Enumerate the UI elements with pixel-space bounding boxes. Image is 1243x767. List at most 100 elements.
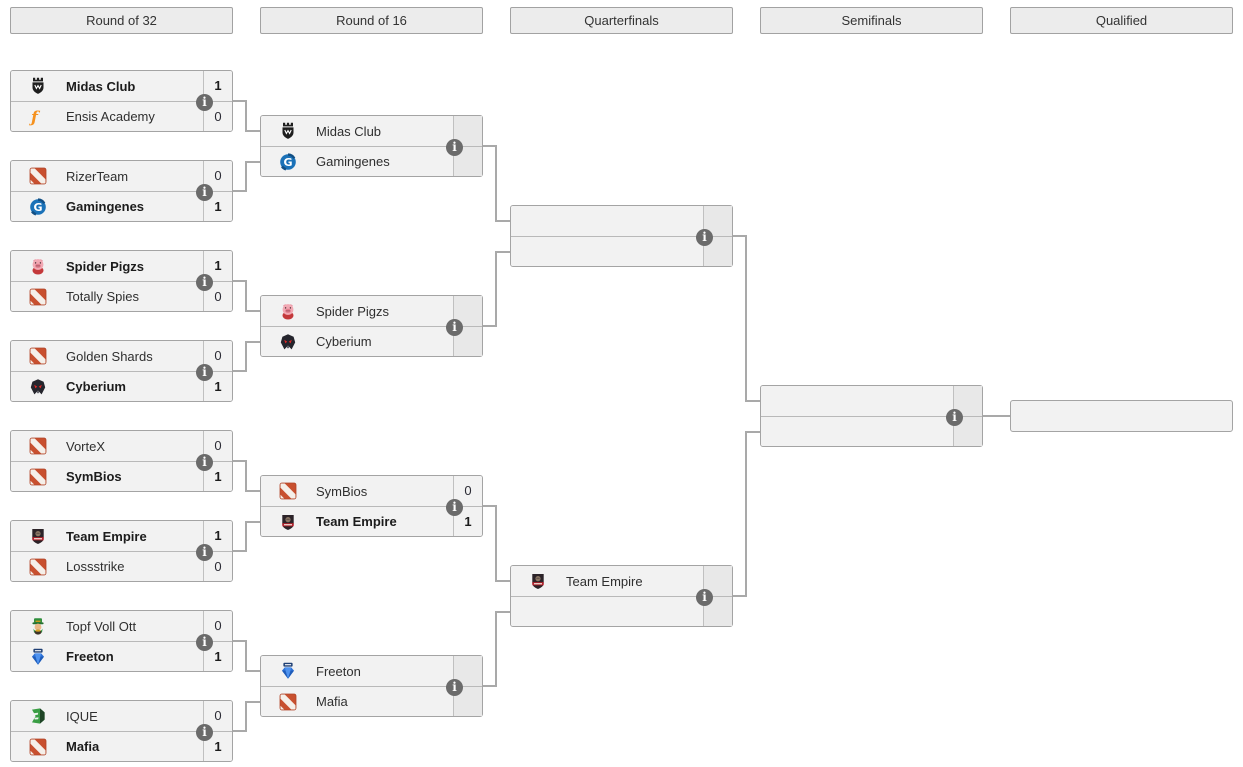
qualified-slot	[1010, 400, 1233, 432]
match-info-icon[interactable]	[446, 499, 463, 516]
team-row: Ensis Academy 0	[11, 101, 232, 131]
gamingenes-g-icon	[29, 198, 47, 216]
team-name[interactable]: Midas Club	[316, 123, 382, 139]
ensis-letter-icon	[29, 108, 47, 126]
team-name[interactable]: Freeton	[316, 663, 361, 679]
match-info-icon[interactable]	[696, 589, 713, 606]
bracket-connector	[733, 595, 747, 597]
team-name[interactable]: Team Empire	[66, 528, 147, 544]
team-name[interactable]: RizerTeam	[66, 168, 129, 184]
round-header-round-of-16: Round of 16	[260, 7, 483, 34]
team-name[interactable]: Lossstrike	[66, 559, 125, 574]
team-name[interactable]: Gamingenes	[66, 199, 145, 214]
team-name[interactable]: Topf Voll Ott	[66, 618, 137, 634]
match-qf-2: Team Empire	[510, 565, 733, 627]
bracket-connector	[233, 280, 247, 282]
match-info-icon[interactable]	[196, 364, 213, 381]
gem-icon	[279, 662, 297, 680]
team-name[interactable]: Mafia	[316, 694, 348, 709]
bracket-connector	[483, 325, 497, 327]
match-info-icon[interactable]	[196, 274, 213, 291]
bracket-connector	[495, 611, 497, 687]
wolf-head-icon	[29, 378, 47, 396]
team-score: 1	[203, 521, 232, 551]
match-qf-1	[510, 205, 733, 267]
team-score: 1	[203, 462, 232, 491]
team-name[interactable]: Golden Shards	[66, 348, 153, 364]
team-score: 1	[203, 642, 232, 671]
bracket-connector	[245, 341, 247, 372]
match-info-icon[interactable]	[196, 724, 213, 741]
empty-slot-icon	[779, 392, 797, 410]
bracket-connector	[233, 550, 247, 552]
match-info-icon[interactable]	[446, 679, 463, 696]
team-score	[703, 237, 732, 266]
empire-crest-icon	[279, 513, 297, 531]
team-name[interactable]: Gamingenes	[316, 154, 390, 169]
match-info-icon[interactable]	[446, 319, 463, 336]
match-info-icon[interactable]	[196, 544, 213, 561]
team-name[interactable]: Cyberium	[316, 334, 372, 349]
bracket-connector	[233, 640, 247, 642]
match-info-icon[interactable]	[696, 229, 713, 246]
bracket-connector	[495, 611, 510, 613]
team-row: Golden Shards 0	[11, 341, 232, 371]
bracket-connector	[245, 701, 247, 732]
bracket-connector	[245, 640, 247, 672]
team-score: 0	[203, 611, 232, 641]
team-name[interactable]: SymBios	[316, 483, 368, 499]
team-name[interactable]: Cyberium	[66, 379, 126, 394]
team-score: 0	[203, 341, 232, 371]
team-name[interactable]: Totally Spies	[66, 289, 139, 304]
team-name[interactable]: Midas Club	[66, 78, 136, 94]
bracket-connector	[733, 235, 747, 237]
match-info-icon[interactable]	[196, 634, 213, 651]
gamingenes-g-icon	[279, 153, 297, 171]
dota2-logo-icon	[29, 347, 47, 365]
match-info-icon[interactable]	[196, 184, 213, 201]
bracket-connector	[245, 460, 247, 492]
bracket-connector	[245, 670, 260, 672]
team-name[interactable]: SymBios	[66, 469, 122, 484]
wolf-head-icon	[279, 333, 297, 351]
round-header-semifinals: Semifinals	[760, 7, 983, 34]
match-info-icon[interactable]	[946, 409, 963, 426]
team-name[interactable]: Ensis Academy	[66, 109, 155, 124]
bracket-connector	[245, 130, 260, 132]
bracket-connector	[983, 415, 1010, 417]
team-name[interactable]: VorteX	[66, 438, 106, 454]
team-row: Midas Club 1	[11, 71, 232, 101]
team-score: 1	[203, 192, 232, 221]
match-info-icon[interactable]	[446, 139, 463, 156]
team-score: 0	[453, 476, 482, 506]
pig-icon	[279, 302, 297, 320]
team-score: 0	[203, 701, 232, 731]
dota2-logo-icon	[29, 288, 47, 306]
bracket-connector	[245, 280, 247, 312]
dota2-logo-icon	[29, 558, 47, 576]
team-name[interactable]: Spider Pigzs	[316, 303, 389, 319]
dota2-logo-icon	[279, 693, 297, 711]
team-name[interactable]: Team Empire	[316, 514, 397, 529]
team-name[interactable]: Mafia	[66, 739, 100, 754]
bracket-connector	[745, 400, 760, 402]
match-r32-8: IQUE 0 Mafia 1	[10, 700, 233, 762]
team-name[interactable]: Freeton	[66, 649, 114, 664]
bracket-connector	[245, 161, 260, 163]
shield-crown-icon	[279, 122, 297, 140]
team-name[interactable]: Spider Pigzs	[66, 258, 145, 274]
green-helmet-icon	[29, 707, 47, 725]
match-info-icon[interactable]	[196, 454, 213, 471]
team-score: 1	[453, 507, 482, 536]
match-info-icon[interactable]	[196, 94, 213, 111]
match-sf-1	[760, 385, 983, 447]
team-name[interactable]: Team Empire	[566, 573, 643, 589]
bracket-connector	[245, 310, 260, 312]
empty-slot-icon	[779, 423, 797, 441]
team-name[interactable]: IQUE	[66, 708, 98, 724]
bracket-connector	[245, 521, 260, 523]
bracket-connector	[745, 235, 747, 402]
bracket-connector	[495, 580, 510, 582]
dota2-logo-icon	[29, 437, 47, 455]
bracket-connector	[495, 145, 497, 222]
